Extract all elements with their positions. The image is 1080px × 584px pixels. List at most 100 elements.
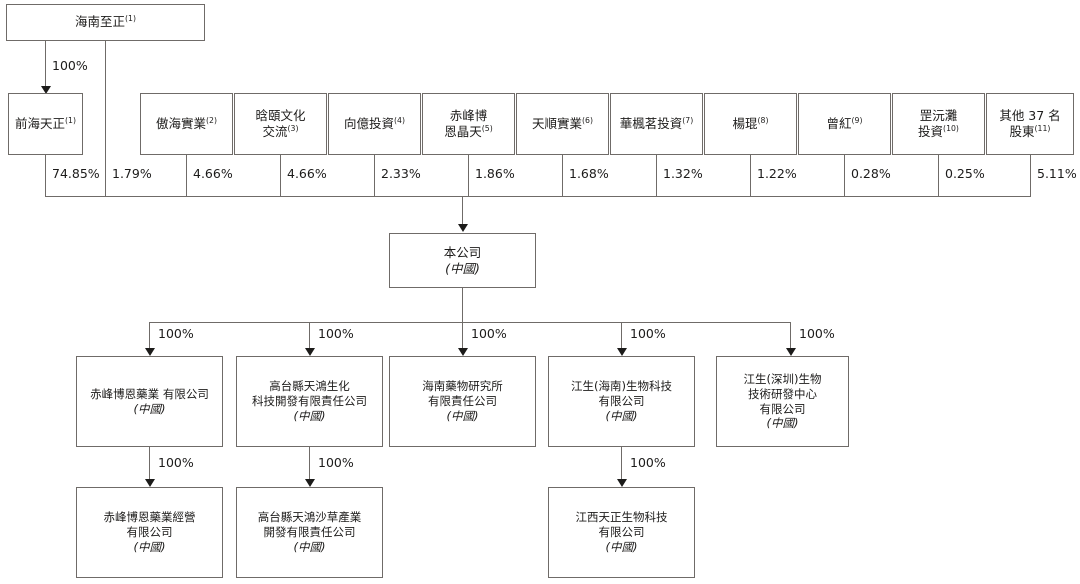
entity-box-gaotai-tianhong-biochem: 高台縣天鴻生化 科技開發有限責任公司 (中國) — [236, 356, 383, 447]
entity-name: 江西天正生物科技 有限公司 — [575, 510, 668, 540]
entity-name: 楊琨(8) — [732, 115, 769, 132]
entity-name: 赤峰博 恩晶天(5) — [444, 107, 493, 140]
percent-label-huafengming-touzi: 1.32% — [663, 166, 703, 181]
entity-name: 向億投資(4) — [344, 115, 405, 132]
percent-label-aohai-shiye: 4.66% — [193, 166, 233, 181]
footnote-marker: (1) — [125, 14, 136, 24]
entity-box-yang-kun: 楊琨(8) — [704, 93, 797, 155]
entity-name: 高台縣天鴻生化 科技開發有限責任公司 — [252, 379, 367, 409]
entity-jurisdiction: (中國) — [766, 416, 799, 431]
entity-name: 天順實業(6) — [532, 115, 593, 132]
entity-name: 本公司 — [443, 244, 482, 260]
percent-label-gangyuantan-touzi: 0.25% — [945, 166, 985, 181]
entity-name: 晗頤文化 交流(3) — [255, 107, 306, 140]
entity-box-chifeng-boen-pharma-sales: 赤峰博恩藥業經營 有限公司 (中國) — [76, 487, 223, 578]
footnote-marker: (4) — [394, 115, 405, 125]
stem-zeng-hong — [844, 155, 845, 197]
percent-label-qianhai-tianzheng: 74.85% — [52, 166, 100, 181]
entity-name: 罡沅灘 投資(10) — [918, 107, 959, 140]
entity-name: 江生(深圳)生物 技術研發中心 有限公司 — [743, 372, 822, 416]
entity-name: 曾紅(9) — [826, 115, 863, 132]
stem-huafengming-touzi — [656, 155, 657, 197]
entity-jurisdiction: (中國) — [605, 539, 638, 554]
entity-box-hainan-drug-research: 海南藥物研究所 有限責任公司 (中國) — [389, 356, 536, 447]
percent-label-chifeng-boen-pharma: 100% — [158, 326, 194, 341]
entity-box-aohai-shiye: 傲海實業(2) — [140, 93, 233, 155]
percent-label-chifeng-boen-jingtian: 1.86% — [475, 166, 515, 181]
entity-box-zeng-hong: 曾紅(9) — [798, 93, 891, 155]
entity-jurisdiction: (中國) — [446, 408, 479, 423]
entity-box-hainan-zhizheng: 海南至正(1) — [6, 4, 205, 41]
stem-other-37-shareholders — [1030, 155, 1031, 197]
entity-name: 海南至正(1) — [75, 14, 136, 30]
percent-label-xiangyi-touzi: 2.33% — [381, 166, 421, 181]
entity-jurisdiction: (中國) — [445, 260, 480, 276]
arrowhead-chifeng-pharma-sales — [145, 479, 155, 487]
stem-xiangyi-touzi — [374, 155, 375, 197]
arrowhead-hainan-drug-research — [458, 348, 468, 356]
entity-box-chifeng-boen-pharma: 赤峰博恩藥業 有限公司 (中國) — [76, 356, 223, 447]
edge-bus-to-gaotai-tianhong-biochem — [309, 322, 310, 352]
arrowhead-gaotai-tianhong-biochem — [305, 348, 315, 356]
edge-bus-to-jiangsheng-shenzhen-bio — [790, 322, 791, 352]
entity-box-huafengming-touzi: 華楓茗投資(7) — [610, 93, 703, 155]
edge-company-to-sub-bus — [462, 288, 463, 322]
entity-name: 赤峰博恩藥業 有限公司 — [90, 386, 209, 401]
edge-jiangsheng-hainan-to-jiangxi — [621, 447, 622, 483]
footnote-marker: (10) — [943, 123, 959, 133]
entity-box-gaotai-tianhong-shacao: 高台縣天鴻沙草產業 開發有限責任公司 (中國) — [236, 487, 383, 578]
footnote-marker: (11) — [1034, 123, 1051, 133]
entity-jurisdiction: (中國) — [133, 401, 166, 416]
entity-jurisdiction: (中國) — [293, 539, 326, 554]
footnote-marker: (3) — [287, 123, 299, 133]
percent-label-jiangxi-tianzheng-bio: 100% — [630, 455, 666, 470]
entity-box-jiangsheng-shenzhen-bio: 江生(深圳)生物 技術研發中心 有限公司 (中國) — [716, 356, 849, 447]
footnote-marker: (1) — [65, 115, 76, 125]
footnote-marker: (8) — [757, 115, 769, 125]
stem-tianshun-shiye — [562, 155, 563, 197]
entity-box-xiangyi-touzi: 向億投資(4) — [328, 93, 421, 155]
footnote-marker: (6) — [582, 115, 593, 125]
footnote-marker: (5) — [481, 123, 493, 133]
stem-gangyuantan-touzi — [938, 155, 939, 197]
arrowhead-root-to-qianhai — [41, 86, 51, 94]
stem-yang-kun — [750, 155, 751, 197]
entity-name: 華楓茗投資(7) — [619, 115, 694, 132]
percent-label-gaotai-tianhong-biochem: 100% — [318, 326, 354, 341]
edge-bus-to-hainan-drug-research — [462, 322, 463, 352]
arrowhead-jiangxi-tianzheng-bio — [617, 479, 627, 487]
stem-qianhai-tianzheng — [45, 155, 46, 197]
entity-name: 赤峰博恩藥業經營 有限公司 — [103, 510, 196, 540]
percent-label-jiangsheng-hainan-bio: 100% — [630, 326, 666, 341]
percent-label-gaotai-shacao: 100% — [318, 455, 354, 470]
percent-label-yang-kun: 1.22% — [757, 166, 797, 181]
footnote-marker: (7) — [682, 115, 694, 125]
edge-bus-to-company — [462, 196, 463, 228]
edge-chifeng-pharma-to-sales — [149, 447, 150, 483]
entity-box-the-company: 本公司 (中國) — [389, 233, 536, 288]
arrowhead-jiangsheng-hainan-bio — [617, 348, 627, 356]
percent-label-chifeng-pharma-sales: 100% — [158, 455, 194, 470]
percent-label-jiangsheng-shenzhen-bio: 100% — [799, 326, 835, 341]
entity-box-tianshun-shiye: 天順實業(6) — [516, 93, 609, 155]
stem-hanyi-wenhua-jiaoliu — [280, 155, 281, 197]
entity-jurisdiction: (中國) — [293, 408, 326, 423]
edge-bus-to-chifeng-boen-pharma — [149, 322, 150, 352]
entity-box-gangyuantan-touzi: 罡沅灘 投資(10) — [892, 93, 985, 155]
footnote-marker: (2) — [206, 115, 217, 125]
footnote-marker: (9) — [851, 115, 863, 125]
arrowhead-chifeng-boen-pharma — [145, 348, 155, 356]
percent-label-zeng-hong: 0.28% — [851, 166, 891, 181]
percent-label-hainan-zhizheng-direct: 1.79% — [112, 166, 152, 181]
entity-box-qianhai-tianzheng: 前海天正(1) — [8, 93, 83, 155]
stem-chifeng-boen-jingtian — [468, 155, 469, 197]
entity-box-hanyi-wenhua-jiaoliu: 晗頤文化 交流(3) — [234, 93, 327, 155]
stem-aohai-shiye — [186, 155, 187, 197]
entity-name: 江生(海南)生物科技 有限公司 — [571, 379, 672, 409]
entity-box-chifeng-boen-jingtian: 赤峰博 恩晶天(5) — [422, 93, 515, 155]
shareholder-bus-line — [45, 196, 1031, 197]
subsidiary-bus-line — [149, 322, 790, 323]
percent-label-other-37-shareholders: 5.11% — [1037, 166, 1077, 181]
percent-label-hanyi-wenhua-jiaoliu: 4.66% — [287, 166, 327, 181]
